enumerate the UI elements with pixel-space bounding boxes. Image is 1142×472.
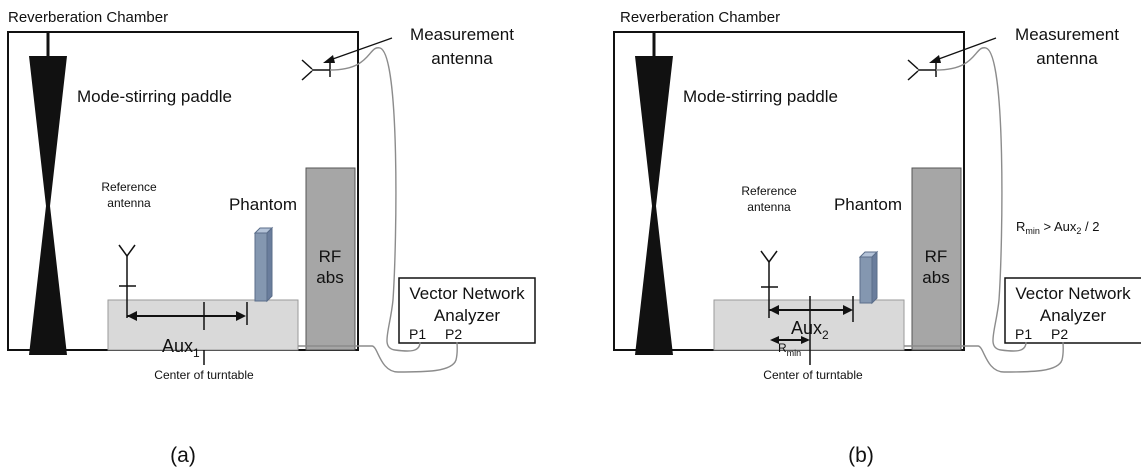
rf-abs-label-line2: abs (922, 268, 949, 287)
measurement-antenna-icon (301, 59, 331, 81)
reference-antenna-icon (118, 244, 136, 318)
aux2-dimension (769, 296, 854, 350)
phantom-label: Phantom (229, 195, 297, 214)
port-p2: P2 (1051, 326, 1068, 342)
cables (904, 47, 1064, 373)
measurement-antenna-label-line2: antenna (1036, 49, 1098, 68)
rf-abs-label-line1: RF (925, 247, 948, 266)
turntable (713, 299, 905, 351)
rf-abs-label-line1: RF (319, 247, 342, 266)
aux1-dimension (127, 302, 248, 330)
aux2-label: Aux2 (791, 318, 829, 342)
vna-label-line1: Vector Network (409, 284, 525, 303)
aux1-label: Aux1 (162, 336, 200, 360)
reference-antenna-label-line2: antenna (747, 200, 791, 214)
panel-a: Reverberation Chamber Mode-stirring padd… (7, 9, 536, 467)
center-of-turntable-label: Center of turntable (154, 368, 254, 382)
port-p2: P2 (445, 326, 462, 342)
phantom (858, 250, 879, 305)
rmin-dimension (770, 336, 810, 344)
port-p1: P1 (1015, 326, 1032, 342)
measurement-antenna-pointer (329, 37, 393, 61)
rf-absorber (911, 167, 962, 351)
reference-antenna-label-line1: Reference (101, 180, 157, 194)
turntable (107, 299, 299, 351)
mode-stirring-paddle (635, 56, 673, 355)
cables (298, 47, 458, 373)
panel-b: Reverberation Chamber Mode-stirring padd… (613, 9, 1141, 467)
center-of-turntable-label: Center of turntable (763, 368, 863, 382)
arrowhead-icon (929, 55, 941, 63)
reference-antenna-label-line2: antenna (107, 196, 151, 210)
measurement-antenna-label-line2: antenna (431, 49, 493, 68)
caption-b: (b) (848, 444, 874, 467)
vna-label-line1: Vector Network (1015, 284, 1131, 303)
phantom (253, 226, 274, 303)
arrowhead-icon (323, 55, 335, 63)
reference-antenna-icon (760, 250, 778, 318)
vector-network-analyzer (1004, 277, 1141, 344)
mode-stirring-paddle (29, 56, 67, 355)
chamber-title: Reverberation Chamber (8, 9, 168, 26)
rmin-formula: Rmin > Aux2 / 2 (1016, 219, 1100, 236)
phantom-label: Phantom (834, 195, 902, 214)
caption-a: (a) (170, 444, 196, 467)
reference-antenna-label-line1: Reference (741, 184, 797, 198)
rf-abs-label-line2: abs (316, 268, 343, 287)
chamber-title: Reverberation Chamber (620, 9, 780, 26)
paddle-label: Mode-stirring paddle (683, 87, 838, 106)
port-p1: P1 (409, 326, 426, 342)
rf-absorber (305, 167, 356, 351)
rmin-label: Rmin (778, 341, 801, 358)
paddle-label: Mode-stirring paddle (77, 87, 232, 106)
vna-label-line2: Analyzer (1040, 306, 1106, 325)
measurement-antenna-label-line1: Measurement (410, 25, 514, 44)
measurement-antenna-label-line1: Measurement (1015, 25, 1119, 44)
vna-label-line2: Analyzer (434, 306, 500, 325)
measurement-antenna-pointer (935, 37, 997, 61)
vector-network-analyzer (398, 277, 536, 344)
